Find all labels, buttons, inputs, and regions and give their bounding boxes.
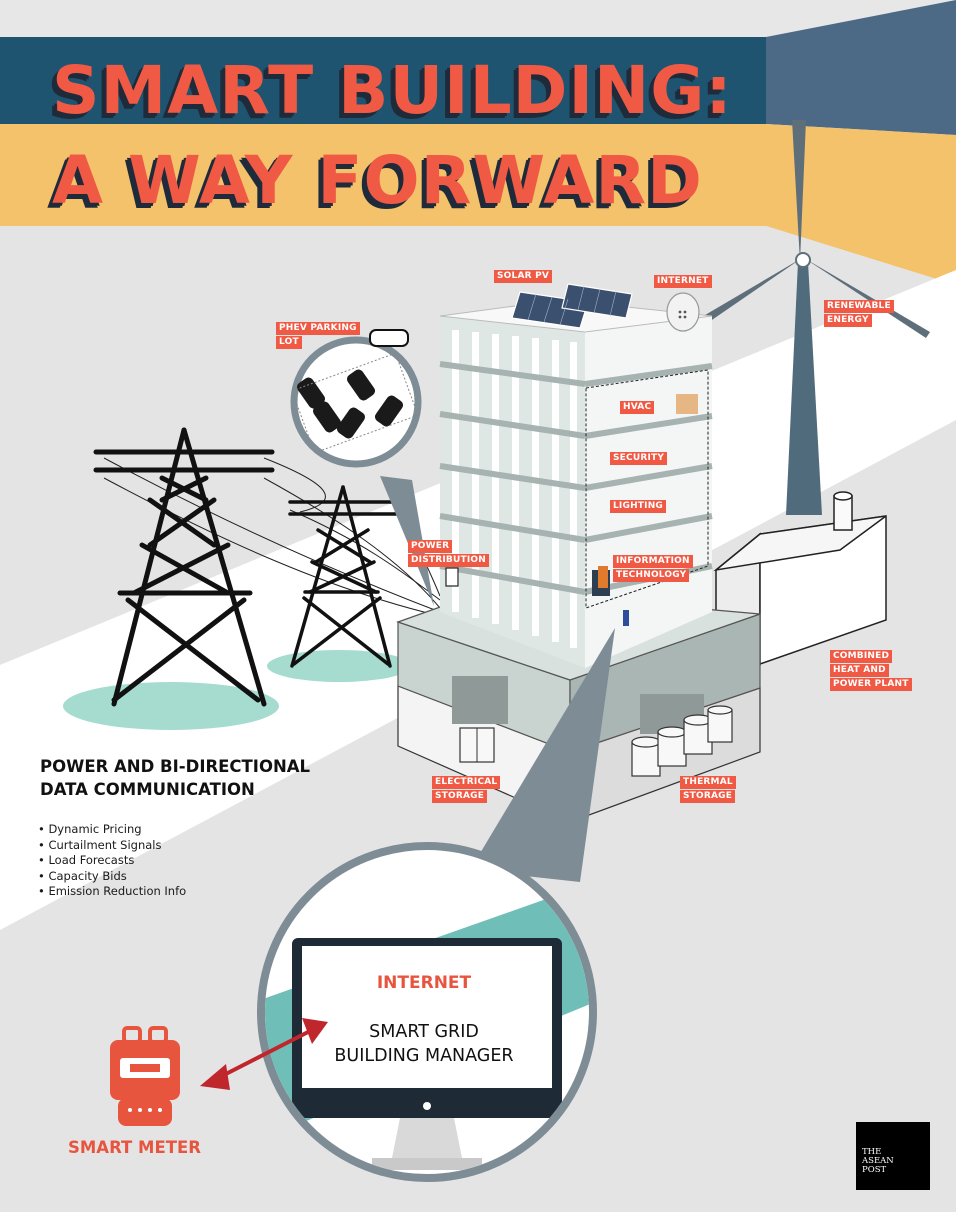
label-security: SECURITY [610,452,668,465]
label-line: ENERGY [824,314,872,327]
label-line: PHEV PARKING [276,322,360,335]
title-banner-yellow [0,124,766,226]
parking-lot-inset [290,336,422,468]
list-item: Load Forecasts [38,853,186,869]
label-internet: INTERNET [654,275,712,288]
label-power-distribution: POWER DISTRIBUTION [408,540,489,567]
smart-building [439,299,713,668]
label-information-technology: INFORMATION TECHNOLOGY [613,555,693,582]
label-phev-parking: PHEV PARKING LOT [276,322,360,349]
label-line: RENEWABLE [824,300,894,313]
label-line: TECHNOLOGY [613,569,690,582]
label-line: ELECTRICAL [432,776,501,789]
monitor-body: SMART GRID BUILDING MANAGER [334,1022,514,1066]
label-line: THERMAL [680,776,736,789]
transmission-tower-large [93,427,275,707]
title-banner-dark [0,37,766,124]
label-line: POWER [408,540,453,553]
transmission-tower-small [288,485,398,668]
wall-panel-yellow [766,124,956,285]
asean-post-logo: THE ASEAN POST [856,1122,930,1190]
communication-title: POWER AND BI-DIRECTIONAL DATA COMMUNICAT… [40,757,311,799]
smart-meter-label: SMART METER [68,1138,201,1157]
label-hvac: HVAC [620,401,655,414]
label-renewable-energy: RENEWABLE ENERGY [824,300,894,327]
internet-dish [666,292,700,332]
label-line: STORAGE [432,790,488,803]
label-thermal-storage: THERMAL STORAGE [680,776,736,803]
label-line: INFORMATION [613,555,693,568]
list-item: Dynamic Pricing [38,822,186,838]
label-solar-pv: SOLAR PV [494,270,553,283]
car-icon [369,329,409,347]
logo-text: THE ASEAN POST [862,1147,894,1175]
monitor-callout-pointer [470,628,615,882]
parking-callout-pointer [380,476,434,606]
label-line: LOT [276,336,302,349]
list-item: Capacity Bids [38,869,186,885]
label-line: STORAGE [680,790,736,803]
bi-directional-arrow [200,1018,328,1090]
label-line: DISTRIBUTION [408,554,489,567]
label-line: HEAT AND [830,664,889,677]
list-item: Curtailment Signals [38,838,186,854]
monitor-heading: INTERNET [376,973,472,993]
label-combined-heat-power: COMBINED HEAT AND POWER PLANT [830,650,912,691]
parked-cars [296,369,404,439]
wall-panel-dark [766,0,956,135]
list-item: Emission Reduction Info [38,884,186,900]
wind-turbine [700,120,930,515]
label-electrical-storage: ELECTRICAL STORAGE [432,776,501,803]
solar-panels [511,283,633,329]
smart-meter-icon [110,1026,180,1126]
communication-list: Dynamic Pricing Curtailment Signals Load… [38,822,186,900]
label-line: COMBINED [830,650,893,663]
label-line: POWER PLANT [830,678,912,691]
label-lighting: LIGHTING [610,500,667,513]
title-line-1: SMART BUILDING: [52,52,733,129]
title-line-2: A WAY FORWARD [52,142,703,219]
